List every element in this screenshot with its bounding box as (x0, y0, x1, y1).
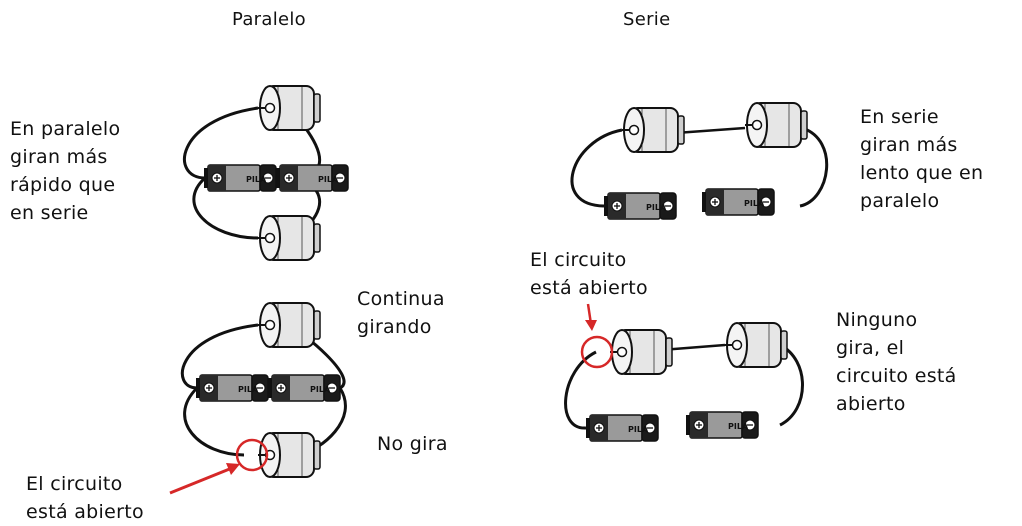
red-arrowhead (585, 320, 597, 331)
parallel-circuit-open-branch (169, 302, 347, 495)
battery-label: PILA (238, 385, 259, 394)
battery-label: PILA (628, 425, 649, 434)
series-circuit-open (564, 303, 804, 442)
battery-label: PILA (246, 175, 267, 184)
battery-label: PILA (310, 385, 331, 394)
battery-label: PILA (646, 203, 667, 212)
motor-icon (744, 102, 808, 148)
battery-label: PILA (728, 422, 749, 431)
motor-icon (257, 85, 321, 131)
wire (570, 128, 623, 208)
wire (779, 343, 804, 427)
parallel-title: Paralelo (232, 9, 306, 30)
not-spinning-note: No gira (377, 433, 448, 455)
motor-icon (621, 107, 685, 153)
series-circuit-closed (570, 102, 829, 220)
keeps-spinning-note: Continua girando (357, 288, 445, 338)
none-spinning-note: Ninguno gira, el circuito está abierto (836, 309, 957, 415)
red-arrowhead (226, 463, 240, 475)
parallel-faster-note: En paralelo giran más rápido que en seri… (10, 118, 121, 224)
motor-icon (724, 322, 788, 368)
red-arrow (169, 466, 233, 495)
motor-icon (257, 215, 321, 261)
wire (799, 126, 829, 208)
series-title: Serie (623, 9, 671, 30)
battery-label: PILA (744, 199, 765, 208)
motor-icon (609, 329, 673, 375)
parallel-circuit-closed (183, 85, 349, 261)
motor-icon (257, 302, 321, 348)
battery-labels: PILA PILA PILA PILA PILA PILA PILA PILA (238, 175, 765, 434)
open-circuit-note-left: El circuito está abierto (26, 473, 144, 523)
open-circuit-note-right: El circuito está abierto (530, 249, 648, 299)
series-slower-note: En serie giran más lento que en paralelo (860, 106, 984, 212)
open-circuit-marker (235, 438, 269, 472)
battery-label: PILA (318, 175, 339, 184)
open-circuit-marker (580, 335, 614, 369)
